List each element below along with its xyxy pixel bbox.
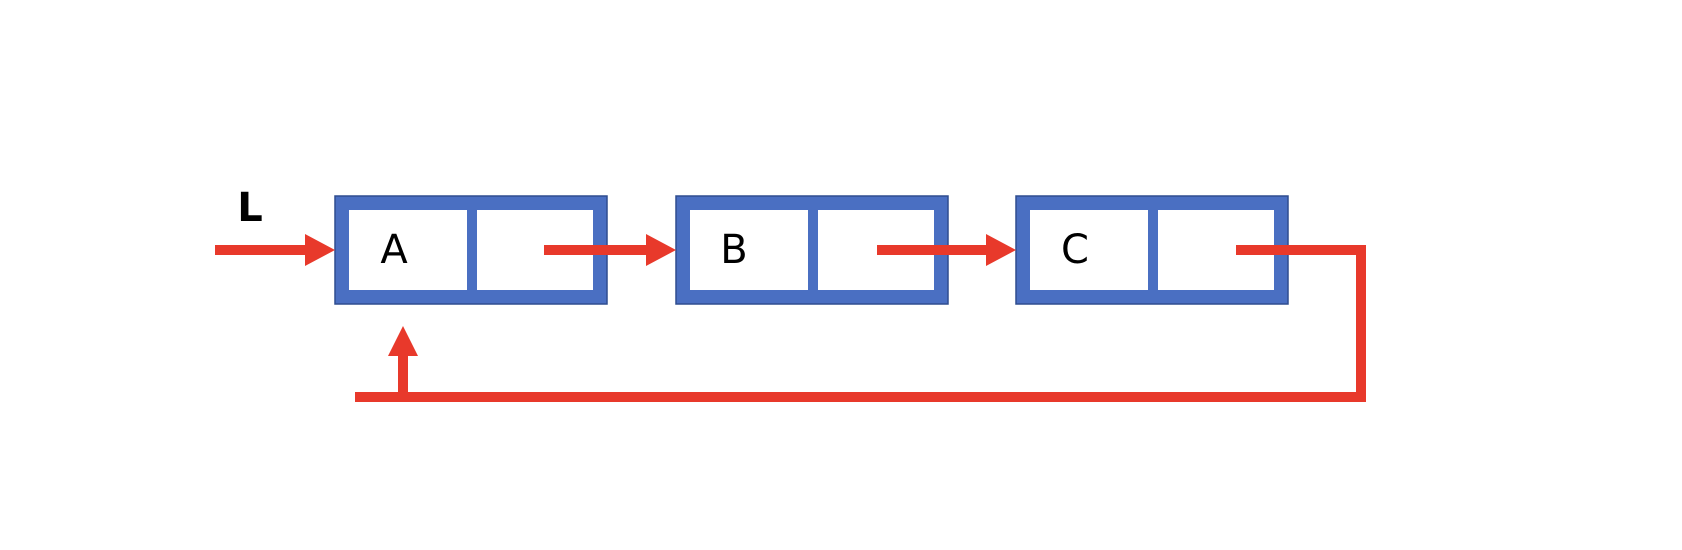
arrow-a-to-b xyxy=(544,234,676,266)
arrow-c-to-a-loop-tip xyxy=(388,326,418,356)
node-c-value: C xyxy=(1061,227,1089,273)
arrow-c-to-a-loop-shaft xyxy=(355,245,1366,402)
node-c: C xyxy=(1015,195,1289,305)
head-pointer-label: L xyxy=(237,185,263,231)
arrow-head-to-a-tip xyxy=(305,234,335,266)
node-a-value: A xyxy=(380,227,408,273)
node-c-data-cell xyxy=(1030,210,1148,290)
node-a-data-cell xyxy=(349,210,467,290)
arrow-b-to-c-tip xyxy=(986,234,1016,266)
node-b-value: B xyxy=(720,227,747,273)
arrow-b-to-c xyxy=(877,234,1016,266)
arrow-a-to-b-tip xyxy=(646,234,676,266)
arrow-c-to-a-loop xyxy=(355,245,1366,402)
arrow-head-to-a xyxy=(215,234,335,266)
node-b-data-cell xyxy=(690,210,808,290)
